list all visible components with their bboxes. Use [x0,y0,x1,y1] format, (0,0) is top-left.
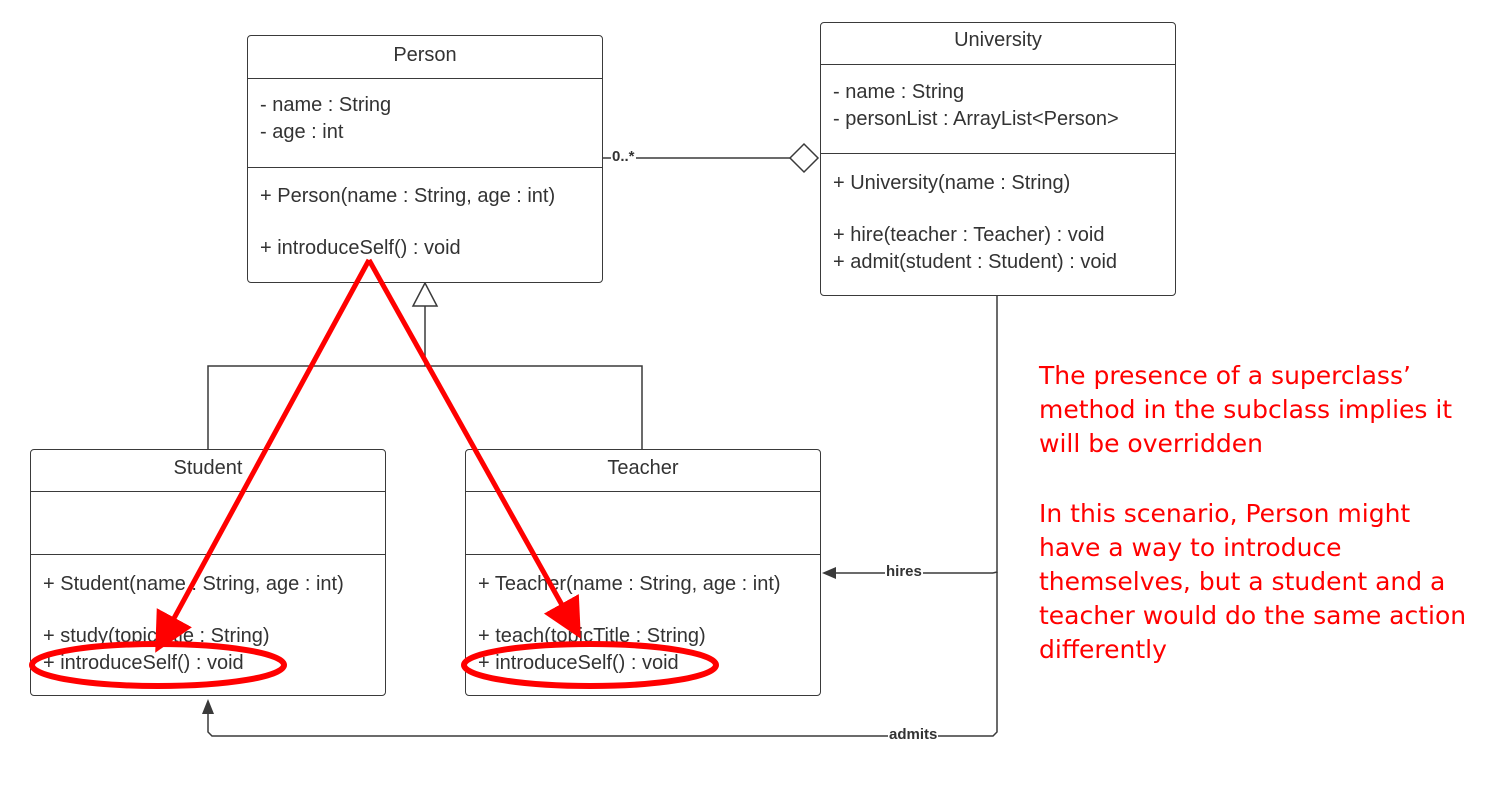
hires-label: hires [885,563,923,580]
divider [248,167,602,168]
annotation-line: method in the subclass implies it [1039,395,1453,424]
divider [821,153,1175,154]
class-name: Person [393,44,457,66]
divider [248,78,602,79]
generalization-arrowhead [411,281,439,307]
annotation-line: have a way to introduce [1039,533,1342,562]
attribute: - personList : ArrayList<Person> [833,108,1119,130]
hires-arrowhead [822,567,836,579]
attribute: - name : String [833,81,965,103]
method: + introduceSelf() : void [43,652,244,674]
method: + introduceSelf() : void [260,237,461,259]
university-class[interactable]: University - name : String - personList … [820,22,1176,296]
method: + introduceSelf() : void [478,652,679,674]
person-class[interactable]: Person - name : String - age : int + Per… [247,35,603,283]
divider [31,491,385,492]
method: + hire(teacher : Teacher) : void [833,224,1105,246]
highlight-circle-teacher [461,641,719,689]
highlight-circle-student [29,641,287,689]
annotation-line: will be overridden [1039,429,1263,458]
attribute: - name : String [260,94,392,116]
admits-line [207,572,998,737]
admits-arrowhead [202,699,214,714]
class-name: Student [173,457,243,479]
method: + University(name : String) [833,172,1071,194]
student-class[interactable]: Student + Student(name : String, age : i… [30,449,386,696]
method: + Person(name : String, age : int) [260,185,556,207]
annotation-paragraph-2: In this scenario, Person might have a wa… [1039,497,1499,667]
class-name: University [954,29,1042,51]
annotation-line: teacher would do the same action [1039,601,1467,630]
annotation-line: In this scenario, Person might [1039,499,1411,528]
divider [466,491,820,492]
annotation-paragraph-1: The presence of a superclass’ method in … [1039,359,1499,461]
aggregation-diamond [788,142,820,174]
annotation-line: themselves, but a student and a [1039,567,1446,596]
override-arrow-student [155,258,372,653]
override-arrow-teacher [366,258,581,639]
divider [466,554,820,555]
class-name: Teacher [607,457,679,479]
attribute: - age : int [260,121,344,143]
admits-label: admits [888,726,939,743]
method: + teach(topicTitle : String) [478,625,706,647]
method: + admit(student : Student) : void [833,251,1118,273]
divider [821,64,1175,65]
annotation-line: differently [1039,635,1167,664]
annotation-line: The presence of a superclass’ [1039,361,1411,390]
multiplicity-label: 0..* [611,148,636,165]
